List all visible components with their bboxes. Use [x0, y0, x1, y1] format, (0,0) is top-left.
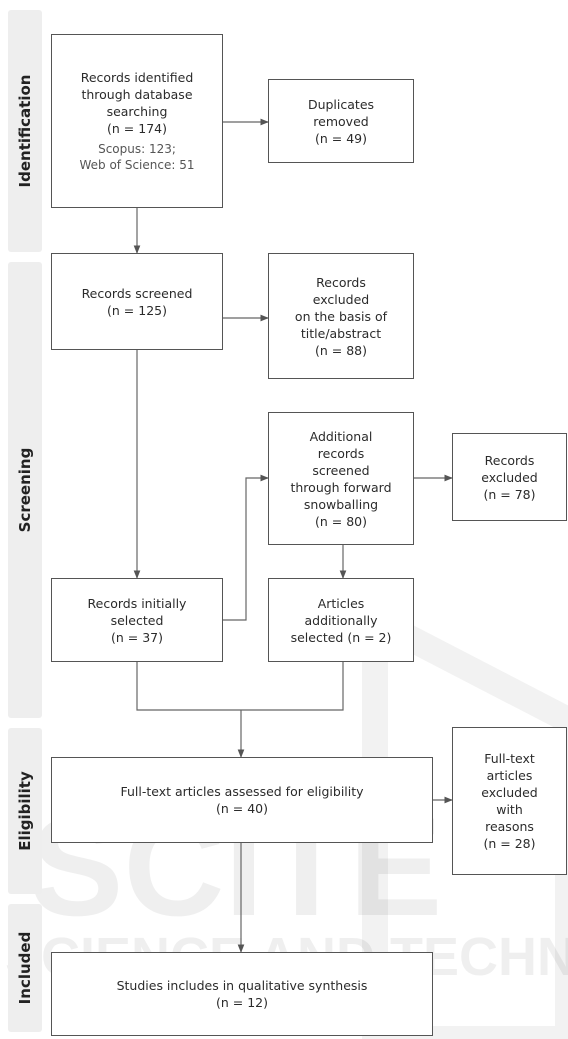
additional-line-2: records: [317, 445, 365, 461]
box-records-screened: Records screened (n = 125): [51, 253, 223, 350]
records-identified-count: (n = 174): [107, 121, 167, 136]
box-additional-records: Additional records screened through forw…: [268, 412, 414, 545]
box-articles-additionally-selected: Articles additionally selected (n = 2): [268, 578, 414, 662]
additional-line-4: through forward: [290, 479, 392, 495]
box-records-initially-selected: Records initially selected (n = 37): [51, 578, 223, 662]
phase-identification: Identification: [8, 10, 42, 252]
arrow-initially-selected-to-additional: [223, 474, 269, 621]
duplicates-line-1: Duplicates: [307, 96, 375, 112]
records-identified-line-3: searching: [106, 104, 168, 119]
additional-line-5: snowballing: [303, 496, 379, 512]
source-web-of-science: Web of Science: 51: [79, 158, 195, 172]
records-screened-count: (n = 125): [107, 302, 167, 318]
excluded-title-count: (n = 88): [314, 342, 367, 358]
studies-included-line-1: Studies includes in qualitative synthesi…: [116, 978, 368, 993]
merge-line: [136, 662, 344, 711]
records-identified-line-1: Records identified: [80, 70, 194, 85]
excluded-title-line-2: excluded: [312, 291, 370, 307]
initially-selected-count: (n = 37): [110, 629, 163, 645]
phase-included: Included: [8, 904, 42, 1032]
initially-selected-line-1: Records initially: [87, 595, 187, 611]
phase-screening: Screening: [8, 262, 42, 718]
excluded-snowball-line-1: Records: [484, 452, 535, 468]
additional-line-1: Additional: [309, 428, 373, 444]
articles-selected-line-2: additionally: [304, 612, 378, 628]
records-screened-line-1: Records screened: [81, 285, 193, 301]
studies-included-count: (n = 12): [215, 995, 268, 1010]
fulltext-line-1: Full-text articles assessed for eligibil…: [120, 784, 364, 799]
duplicates-count: (n = 49): [314, 130, 367, 146]
box-fulltext-excluded: Full-text articles excluded with reasons…: [452, 727, 567, 875]
fulltext-excluded-line-1: Full-text: [484, 751, 535, 766]
source-scopus: Scopus: 123;: [98, 142, 176, 156]
box-fulltext-assessed: Full-text articles assessed for eligibil…: [51, 757, 433, 843]
additional-count: (n = 80): [314, 513, 367, 529]
excluded-title-line-3: on the basis of: [294, 308, 388, 324]
fulltext-excluded-line-3: excluded: [481, 785, 538, 800]
duplicates-line-2: removed: [313, 113, 369, 129]
articles-selected-count: selected (n = 2): [290, 629, 392, 645]
additional-line-3: screened: [312, 462, 370, 478]
fulltext-excluded-line-5: reasons: [485, 819, 534, 834]
box-records-identified: Records identified through database sear…: [51, 34, 223, 208]
excluded-title-line-1: Records: [316, 274, 366, 290]
box-duplicates-removed: Duplicates removed (n = 49): [268, 79, 414, 163]
fulltext-excluded-count: (n = 28): [483, 836, 536, 851]
box-records-excluded-snowball: Records excluded (n = 78): [452, 433, 567, 521]
excluded-snowball-line-2: excluded: [481, 469, 538, 485]
phase-eligibility: Eligibility: [8, 728, 42, 894]
fulltext-excluded-line-4: with: [496, 802, 523, 817]
box-studies-included: Studies includes in qualitative synthesi…: [51, 952, 433, 1036]
box-records-excluded-title: Records excluded on the basis of title/a…: [268, 253, 414, 379]
articles-selected-line-1: Articles: [317, 595, 365, 611]
fulltext-count: (n = 40): [215, 801, 268, 816]
records-identified-line-2: through database: [81, 87, 193, 102]
excluded-snowball-count: (n = 78): [483, 486, 536, 502]
initially-selected-line-2: selected: [110, 612, 164, 628]
fulltext-excluded-line-2: articles: [486, 768, 533, 783]
excluded-title-line-4: title/abstract: [300, 325, 382, 341]
